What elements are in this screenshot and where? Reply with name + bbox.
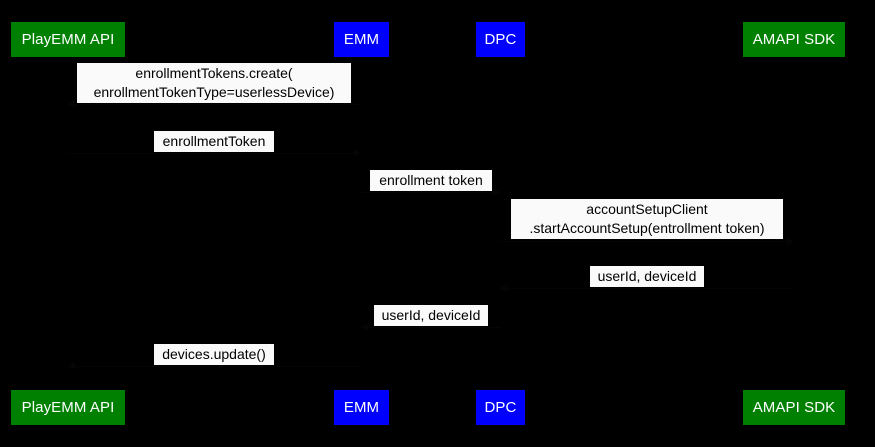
arrow-head-2 — [354, 149, 361, 157]
participant-dpc-bottom[interactable]: DPC — [476, 390, 525, 425]
participant-label: AMAPI SDK — [752, 31, 836, 48]
participant-emm-top[interactable]: EMM — [334, 22, 389, 57]
lifeline-dpc — [500, 57, 501, 390]
message-userid-deviceid-from-sdk: userId, deviceId — [590, 266, 704, 287]
message-line-1: enrollment token — [379, 172, 483, 188]
lifeline-emm — [361, 57, 362, 390]
arrow-head-6 — [361, 323, 368, 331]
arrow-shaft-2 — [68, 153, 361, 154]
participant-label: EMM — [343, 31, 380, 48]
message-line-1: userId, deviceId — [597, 268, 697, 284]
arrow-shaft-7 — [68, 366, 361, 367]
participant-playemm-api-bottom[interactable]: PlayEMM API — [11, 390, 125, 425]
participant-amapi-sdk-bottom[interactable]: AMAPI SDK — [743, 390, 845, 425]
message-line-1: devices.update() — [162, 346, 266, 362]
message-line-1: enrollmentToken — [162, 133, 266, 149]
message-line-1: userId, deviceId — [381, 307, 481, 323]
participant-playemm-api-top[interactable]: PlayEMM API — [11, 22, 125, 57]
participant-label: AMAPI SDK — [752, 399, 836, 416]
arrow-head-1 — [68, 100, 75, 108]
message-line-1: accountSetupClient — [586, 201, 708, 217]
message-devices-update: devices.update() — [154, 344, 274, 365]
participant-label: PlayEMM API — [21, 399, 115, 416]
message-enrollment-token-response: enrollmentToken — [154, 131, 274, 152]
arrow-head-7 — [68, 362, 75, 370]
participant-emm-bottom[interactable]: EMM — [334, 390, 389, 425]
message-line-2: enrollmentTokenType=userlessDevice) — [93, 84, 335, 100]
participant-label: PlayEMM API — [21, 31, 115, 48]
arrow-shaft-1 — [68, 104, 361, 105]
lifeline-amapi-sdk — [794, 57, 795, 390]
participant-amapi-sdk-top[interactable]: AMAPI SDK — [743, 22, 845, 57]
arrow-head-4 — [787, 237, 794, 245]
message-line-2: .startAccountSetup(entrollment token) — [529, 220, 765, 236]
message-enrollment-token-to-dpc: enrollment token — [370, 170, 492, 191]
message-userid-deviceid-to-emm: userId, deviceId — [374, 305, 488, 326]
participant-label: DPC — [484, 399, 517, 416]
arrow-shaft-6 — [361, 327, 500, 328]
arrow-shaft-5 — [500, 288, 794, 289]
arrow-head-3 — [493, 188, 500, 196]
participant-label: DPC — [484, 31, 517, 48]
arrow-shaft-3 — [361, 192, 500, 193]
participant-dpc-top[interactable]: DPC — [476, 22, 525, 57]
arrow-shaft-4 — [500, 241, 794, 242]
message-line-1: enrollmentTokens.create( — [135, 65, 293, 81]
participant-label: EMM — [343, 399, 380, 416]
lifeline-playemm-api — [68, 57, 69, 390]
arrow-head-5 — [500, 284, 507, 292]
message-enrollment-tokens-create: enrollmentTokens.create( enrollmentTokenT… — [77, 63, 351, 103]
message-start-account-setup: accountSetupClient .startAccountSetup(ent… — [511, 199, 783, 239]
